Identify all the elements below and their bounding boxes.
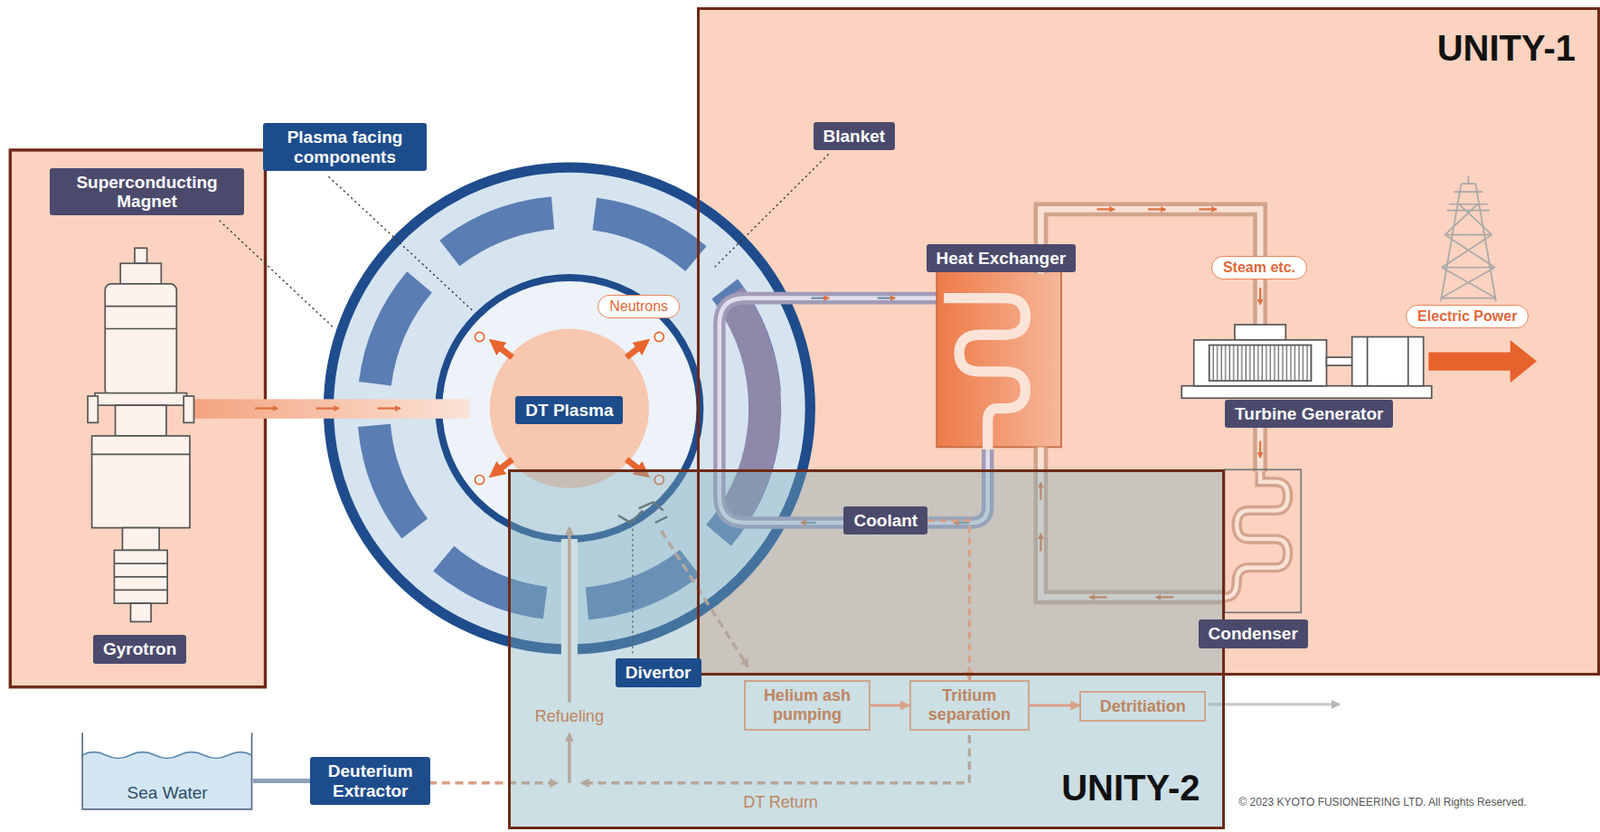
transmission-tower — [1440, 175, 1497, 302]
part-label: Deuterium Extractor — [310, 756, 431, 805]
flow-tag: Neutrons — [597, 294, 680, 319]
beam-arrows — [254, 406, 400, 409]
gyrotron-device — [87, 247, 194, 622]
plasma-label: DT Plasma — [515, 395, 623, 424]
flow-connector — [927, 520, 970, 681]
flow-label: DT Return — [743, 792, 819, 812]
part-label: Divertor — [615, 658, 702, 687]
node-text: Plasma facing components — [272, 127, 417, 167]
node-text: UNITY-2 — [1061, 767, 1200, 809]
node-text: Helium ash pumping — [751, 686, 864, 724]
condenser-body — [1224, 469, 1302, 612]
unity2-fill — [508, 469, 1224, 829]
copyright-note: © 2023 KYOTO FUSIONEERING LTD. All Right… — [1238, 795, 1527, 809]
part-label: Gyrotron — [93, 634, 187, 663]
neutron-arrows — [493, 342, 645, 473]
part-label: Superconducting Magnet — [49, 168, 244, 217]
node-text: Deuterium Extractor — [320, 761, 421, 800]
node-text: Superconducting Magnet — [59, 172, 234, 212]
node-text: Detritiation — [1086, 696, 1199, 716]
part-label: Turbine Generator — [1224, 399, 1393, 428]
unity-region: UNITY-1BlanketHeat ExchangerSteam etc. El… — [696, 7, 1600, 676]
node-text: DT Plasma — [525, 400, 613, 420]
node-text: UNITY-1 — [1437, 28, 1576, 69]
node-text: Gyrotron — [103, 639, 177, 659]
node-text: Steam etc. — [1223, 259, 1296, 276]
node-text: Coolant — [853, 510, 918, 530]
turbine-generator-drawing — [1181, 324, 1432, 398]
condenser-coil — [1224, 471, 1289, 598]
flow-label: Refueling — [535, 706, 604, 726]
unity-region: UNITY-2 Helium ash pumping Tritium separat… — [508, 469, 1224, 829]
sea-water-tank: Sea Water — [81, 730, 254, 810]
node-text: Divertor — [625, 662, 692, 682]
neutron-dots — [474, 331, 664, 484]
node-text: Turbine Generator — [1234, 404, 1384, 424]
flow-tag: Electric Power — [1405, 304, 1529, 329]
gyrotron-beam — [191, 398, 470, 418]
process-box: Detritiation — [1079, 690, 1206, 723]
part-label: Condenser — [1198, 619, 1309, 648]
condenser-coil-core — [1224, 471, 1289, 598]
flow-connector — [870, 704, 910, 707]
flow-tag: Steam etc. — [1211, 255, 1308, 280]
flow-connector — [1029, 704, 1080, 707]
heat-exchanger-coil — [943, 298, 1026, 450]
flow-connector — [253, 778, 311, 783]
effluent-arrow — [1208, 702, 1339, 706]
node-text: Heat Exchanger — [936, 248, 1067, 268]
node-text: Tritium separation — [916, 686, 1023, 724]
part-label: Plasma facing components — [263, 122, 427, 171]
part-label: Coolant — [843, 506, 928, 535]
part-label: Blanket — [813, 122, 896, 151]
node-text: Sea Water — [127, 782, 208, 803]
power-arrow — [1428, 339, 1537, 383]
part-label: Heat Exchanger — [926, 244, 1077, 273]
node-text: Electric Power — [1417, 308, 1517, 325]
node-text: Neutrons — [609, 298, 669, 315]
node-text: Blanket — [823, 126, 886, 146]
process-box: Tritium separation — [909, 679, 1030, 730]
node-text: Condenser — [1208, 623, 1299, 643]
plasma — [489, 328, 650, 488]
process-box: Helium ash pumping — [743, 679, 871, 730]
